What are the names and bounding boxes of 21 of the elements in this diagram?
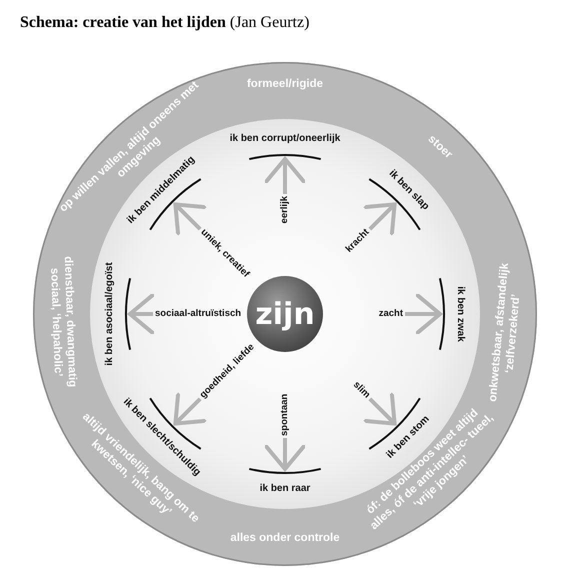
arrow xyxy=(362,390,397,426)
title: Schema: creatie van het lijden (Jan Geurtz) xyxy=(20,14,310,32)
belief-label: ik ben asociaal/egoïst xyxy=(100,262,130,366)
quality-label: slim xyxy=(350,380,373,402)
arrow xyxy=(405,292,442,336)
arrow xyxy=(128,292,156,336)
arrow xyxy=(362,202,397,238)
ring-label: alles onder controle xyxy=(185,531,385,545)
quality-label: zacht xyxy=(378,308,403,320)
belief-label: ik ben slap xyxy=(376,164,434,223)
quality-label: spontaan xyxy=(279,394,291,436)
arrow xyxy=(263,157,307,194)
quality-label: sociaal-altruïstisch xyxy=(155,308,242,320)
ring-label: dienstbaar, dwangmatig sociaal, ‘helpaholic’ xyxy=(46,241,80,402)
quality-label: eerlijk xyxy=(279,196,291,224)
arrow xyxy=(173,390,208,426)
arrow xyxy=(173,202,208,238)
belief-label: ik ben raar xyxy=(260,469,310,499)
belief-label: ik ben corrupt/oneerlijk xyxy=(230,129,340,159)
belief-label: ik ben zwak xyxy=(440,286,470,342)
arrow xyxy=(263,438,307,471)
